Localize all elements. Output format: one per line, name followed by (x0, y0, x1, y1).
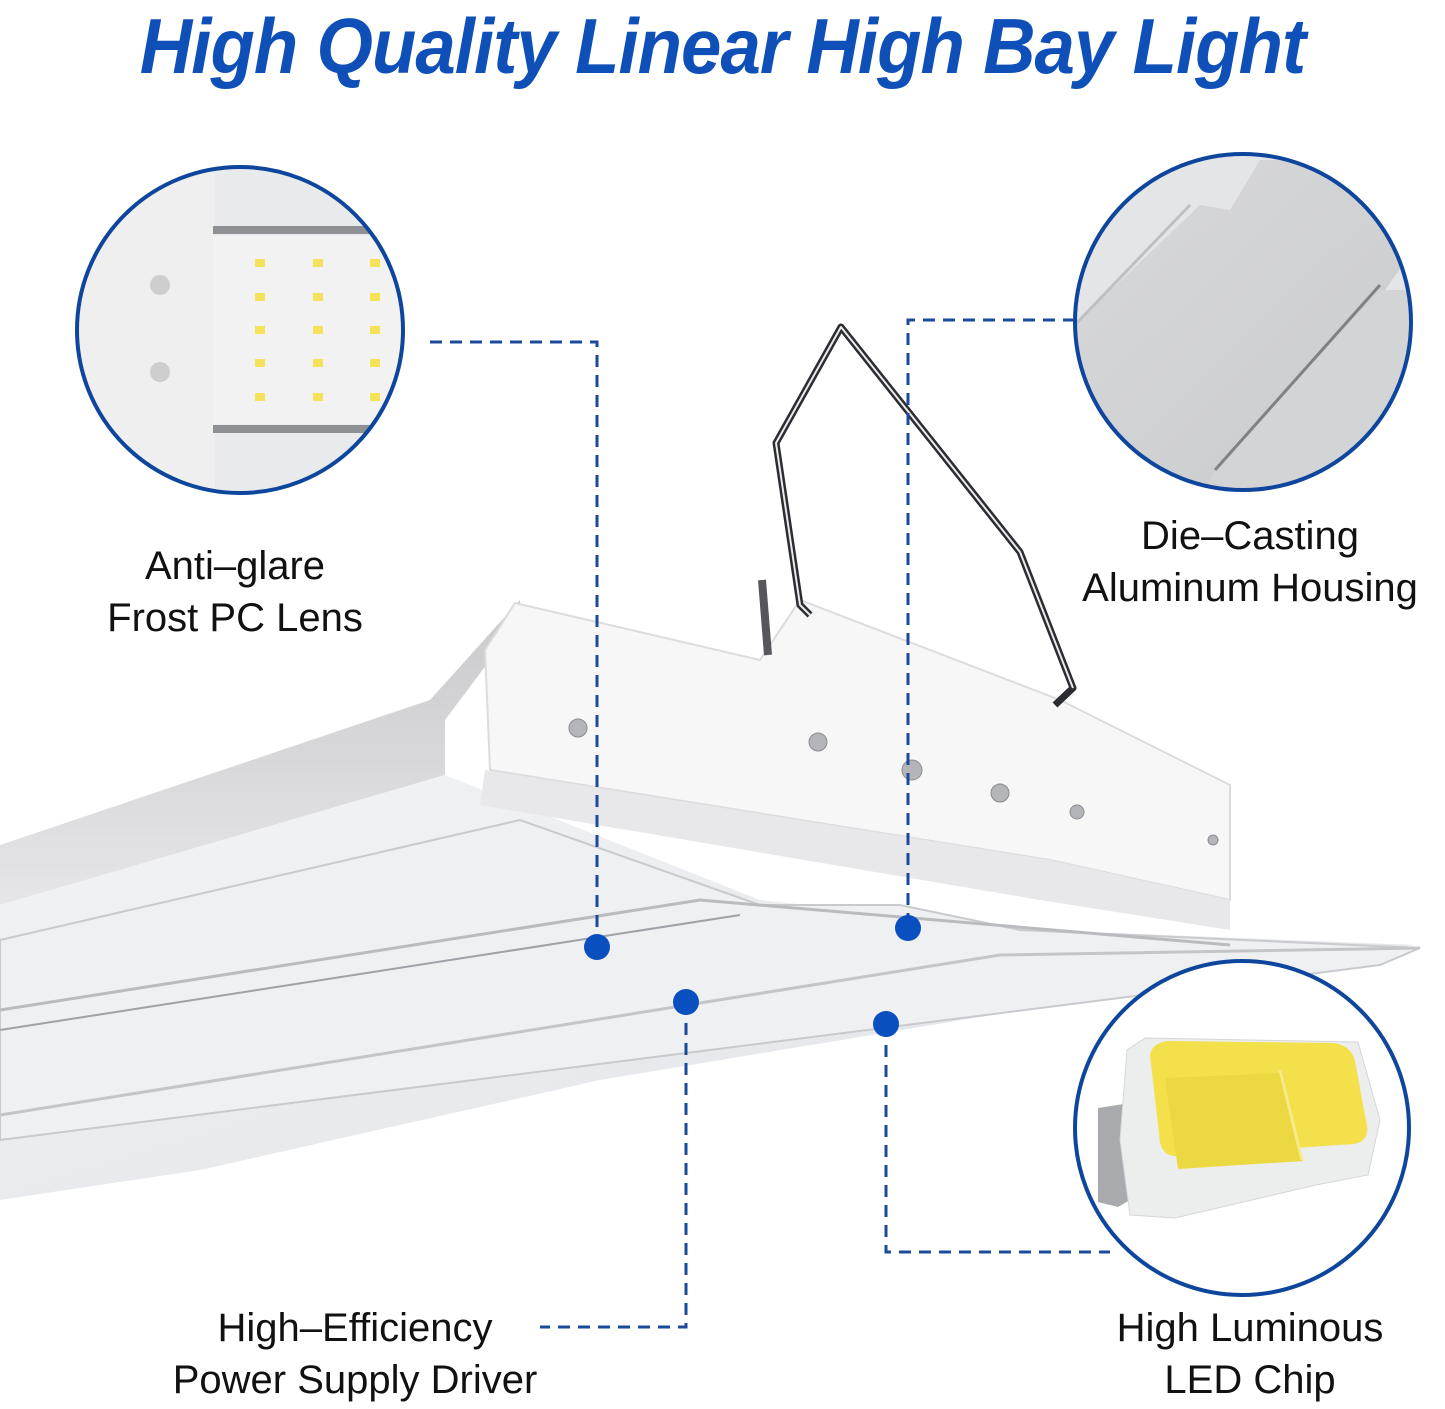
feature-label-housing: Die–Casting Aluminum Housing (1045, 510, 1445, 614)
feature-label-lens-line1: Anti–glare (144, 544, 326, 588)
feature-label-driver: High–Efficiency Power Supply Driver (120, 1302, 590, 1406)
lens-closeup-icon (77, 167, 403, 493)
feature-label-housing-line2: Aluminum Housing (1082, 566, 1418, 610)
led-chip-closeup-icon (1075, 961, 1409, 1295)
callout-lines (430, 318, 1110, 1329)
feature-label-lens: Anti–glare Frost PC Lens (60, 540, 410, 644)
feature-label-driver-line1: High–Efficiency (217, 1306, 493, 1350)
feature-label-chip: High Luminous LED Chip (1080, 1302, 1420, 1406)
feature-label-chip-line2: LED Chip (1164, 1358, 1336, 1402)
page-title: High Quality Linear High Bay Light (139, 2, 1306, 90)
callout-dot-housing (895, 915, 921, 941)
high-bay-fixture (0, 323, 1421, 1200)
feature-label-housing-line1: Die–Casting (1141, 514, 1359, 558)
feature-label-chip-line1: High Luminous (1116, 1306, 1384, 1350)
feature-label-lens-line2: Frost PC Lens (107, 596, 363, 640)
callout-dot-driver (673, 989, 699, 1015)
callout-dot-lens (584, 934, 610, 960)
feature-label-driver-line2: Power Supply Driver (172, 1358, 538, 1402)
callout-dot-chip (873, 1011, 899, 1037)
